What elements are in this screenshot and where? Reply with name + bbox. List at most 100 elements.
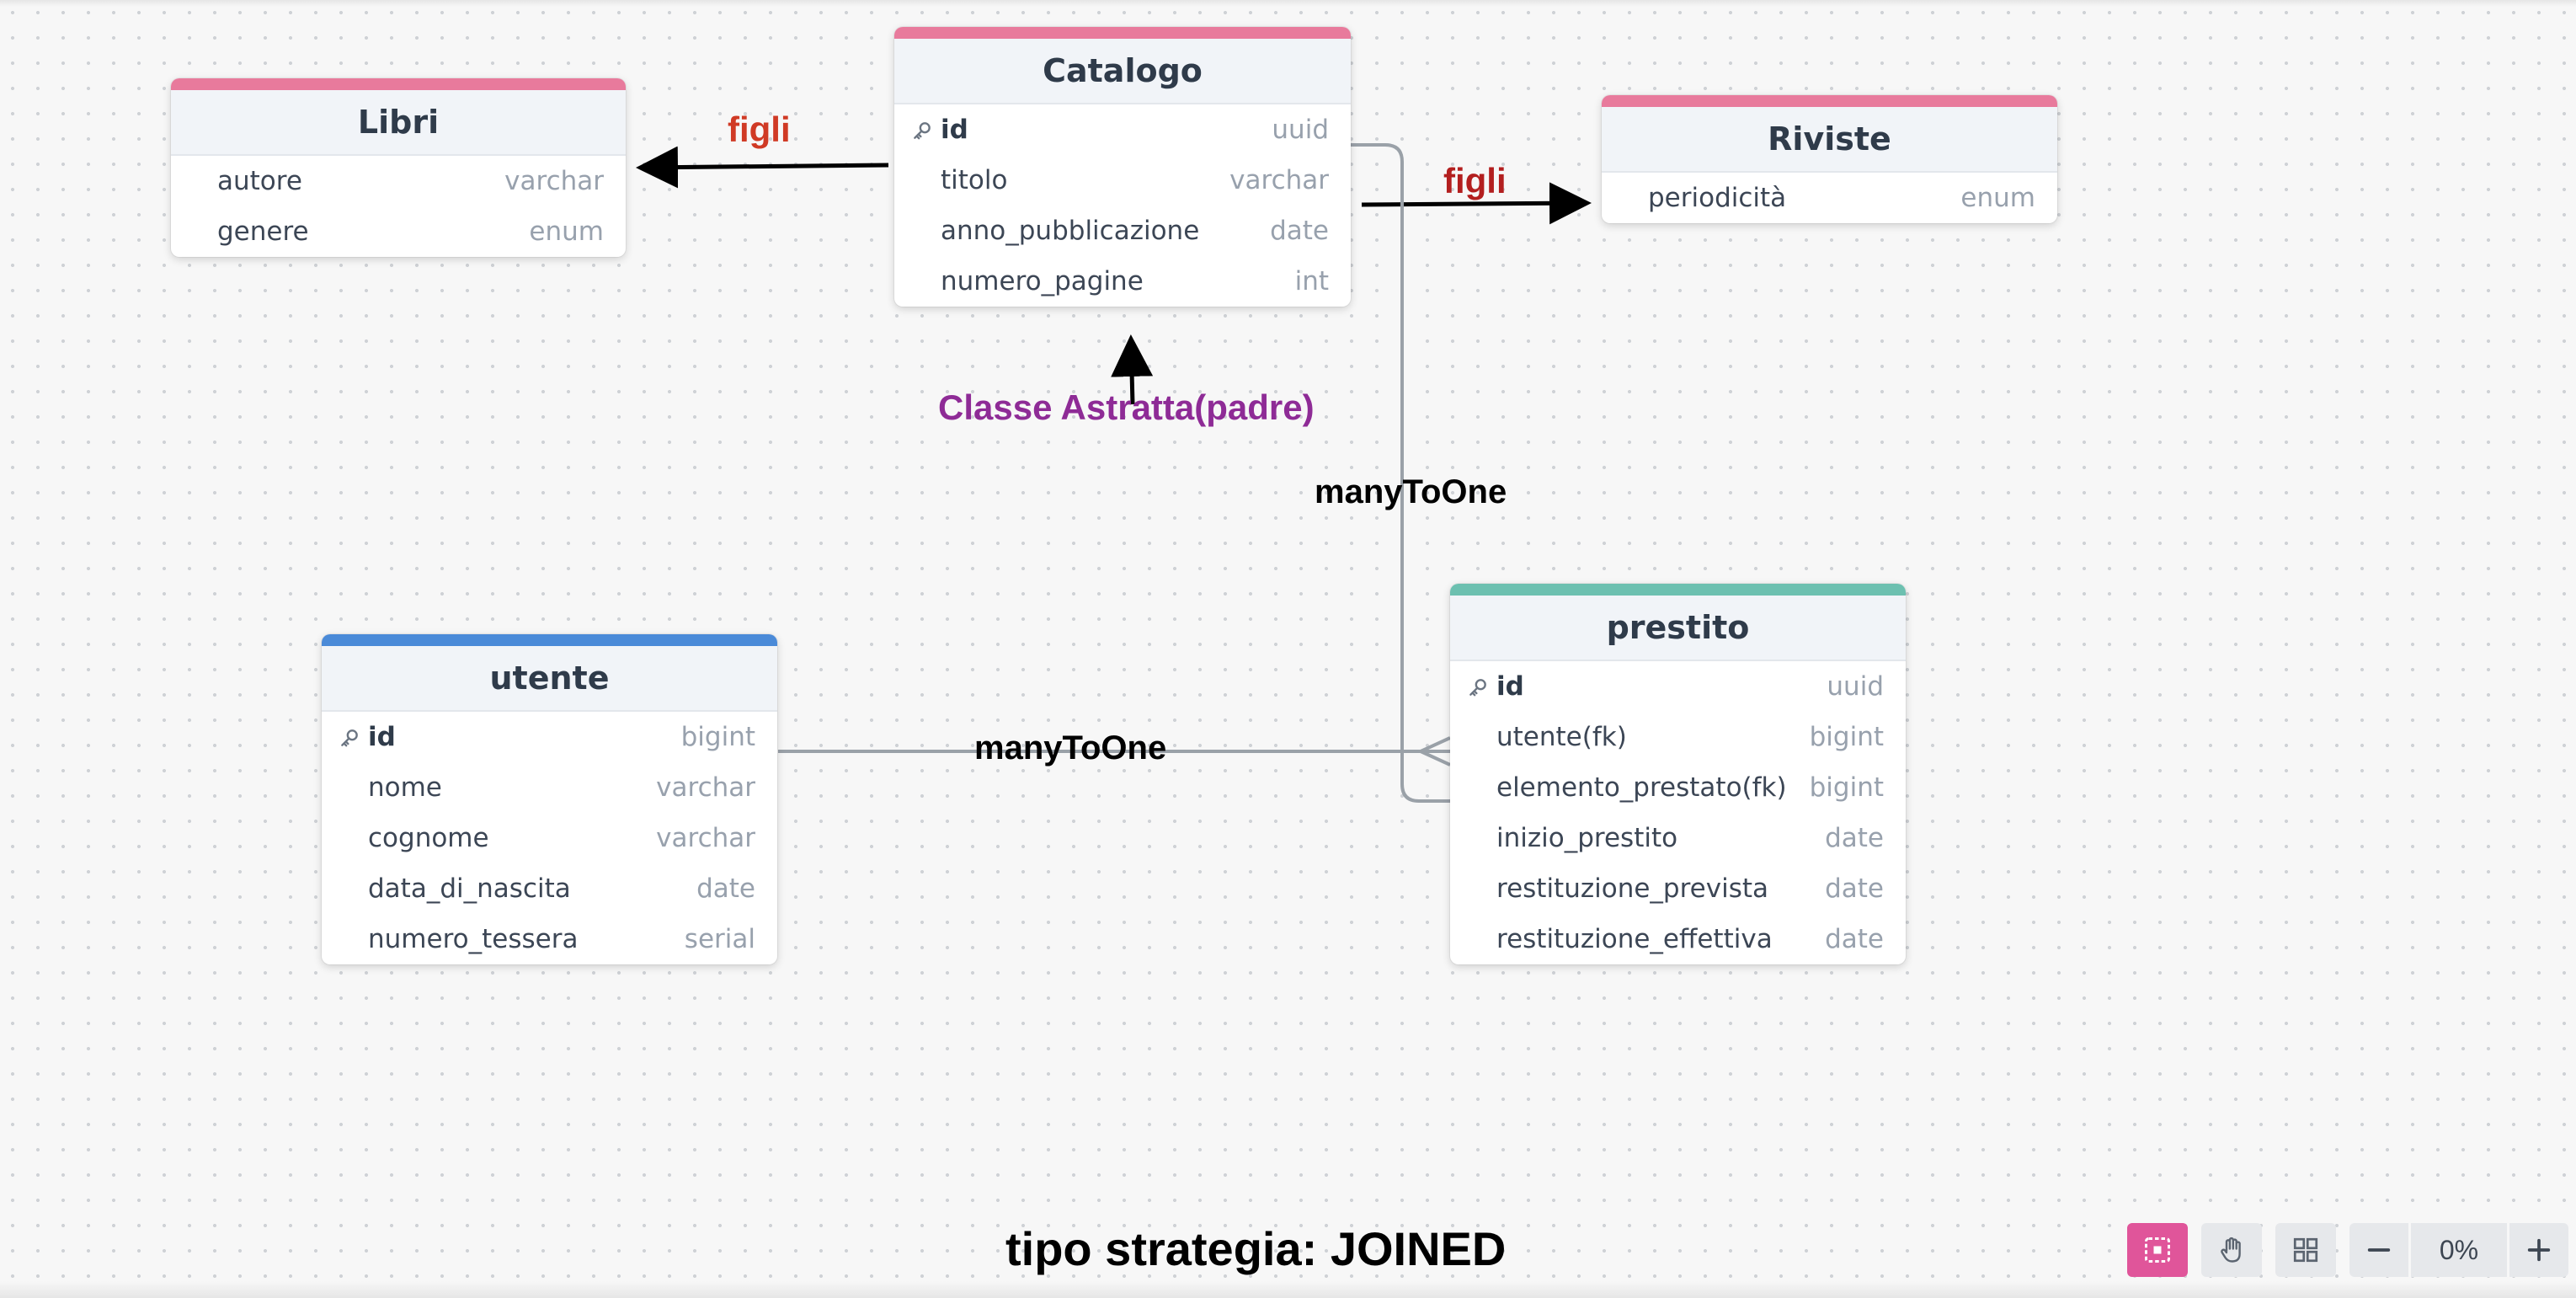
relation-catalogo-prestito [1351,143,1450,803]
label-classe-astratta: Classe Astratta(padre) [938,387,1315,427]
hand-icon [2221,1237,2241,1263]
field-type: varchar [1229,165,1329,195]
zoom-level-separator-left [2408,1223,2411,1277]
field-name: id [941,115,968,145]
field-row[interactable]: inizio_prestito date [1450,813,1906,863]
field-type: serial [684,924,755,954]
field-row[interactable]: elemento_prestato(fk) bigint [1450,762,1906,813]
table-prestito[interactable]: prestito id uuid utente(fk) bigint eleme… [1450,584,1906,964]
field-name: numero_tessera [368,924,579,954]
zoom-level: 0% [2439,1234,2479,1265]
field-row[interactable]: titolo varchar [894,155,1351,206]
zoom-level-separator-right [2507,1223,2509,1277]
field-name: cognome [368,823,489,853]
field-name: genere [217,216,309,247]
field-type: int [1294,266,1329,296]
field-name: titolo [941,165,1008,195]
field-name: numero_pagine [941,266,1144,296]
field-row[interactable]: id uuid [894,104,1351,155]
arrow-catalogo-to-riviste [1361,182,1592,225]
field-row[interactable]: id uuid [1450,661,1906,712]
field-name: id [368,722,396,752]
table-title: Libri [171,90,626,156]
field-name: id [1496,671,1524,702]
label-figli-riviste: figli [1443,161,1507,200]
zoom-out-icon [2367,1248,2391,1252]
field-name: utente(fk) [1496,722,1627,752]
field-row[interactable]: restituzione_prevista date [1450,863,1906,914]
field-name: anno_pubblicazione [941,216,1200,246]
field-row[interactable]: anno_pubblicazione date [894,206,1351,256]
field-row[interactable]: utente(fk) bigint [1450,712,1906,762]
table-accent-bar [322,634,777,646]
field-type: uuid [1827,671,1884,702]
table-utente[interactable]: utente id bigint nome varchar cognome va… [322,634,777,964]
field-type: date [696,873,755,904]
field-name: elemento_prestato(fk) [1496,772,1787,803]
arrange-grid-button[interactable] [2275,1223,2336,1277]
crows-foot-many [1420,736,1451,767]
label-many-to-one-utente: manyToOne [974,729,1167,767]
field-row[interactable]: id bigint [322,712,777,762]
field-row[interactable]: numero_pagine int [894,256,1351,307]
field-type: bigint [1809,772,1884,803]
key-icon [914,122,931,140]
field-type: varchar [656,823,755,853]
field-type: bigint [1809,722,1884,752]
field-type: date [1825,823,1884,853]
field-name: periodicità [1648,183,1787,213]
field-row[interactable]: periodicità enum [1602,173,2057,223]
select-icon [2145,1237,2170,1263]
table-accent-bar [1450,584,1906,596]
field-row[interactable]: genere enum [171,206,626,257]
field-row[interactable]: restituzione_effettiva date [1450,914,1906,964]
field-type: enum [529,216,604,247]
table-catalogo[interactable]: Catalogo id uuid titolo varchar anno_pub… [894,27,1351,307]
field-type: enum [1960,183,2035,213]
field-name: inizio_prestito [1496,823,1678,853]
field-name: nome [368,772,442,803]
field-name: data_di_nascita [368,873,571,904]
field-type: uuid [1272,115,1329,145]
top-edge [0,0,2576,7]
table-title: utente [322,646,777,712]
table-libri[interactable]: Libri autore varchar genere enum [171,78,626,257]
field-row[interactable]: numero_tessera serial [322,914,777,964]
strategy-label: tipo strategia: JOINED [1005,1222,1507,1275]
zoom-in-button[interactable] [2509,1223,2568,1277]
field-type: date [1270,216,1329,246]
field-type: bigint [680,722,755,752]
key-icon [341,729,358,747]
field-row[interactable]: autore varchar [171,156,626,206]
table-accent-bar [894,27,1351,39]
table-title: Catalogo [894,39,1351,104]
table-title: Riviste [1602,107,2057,173]
bottom-edge [0,1281,2576,1298]
table-accent-bar [1602,95,2057,107]
arrow-classe-astratta [1111,334,1154,405]
table-riviste[interactable]: Riviste periodicità enum [1602,95,2057,223]
zoom-out-button[interactable] [2349,1223,2408,1277]
field-type: varchar [504,166,604,196]
field-row[interactable]: data_di_nascita date [322,863,777,914]
hand-tool-button[interactable] [2201,1223,2262,1277]
table-accent-bar [171,78,626,90]
label-many-to-one-catalogo: manyToOne [1315,473,1507,510]
field-row[interactable]: nome varchar [322,762,777,813]
key-icon [1469,679,1486,697]
table-title: prestito [1450,596,1906,661]
field-name: restituzione_effettiva [1496,924,1773,954]
grid-icon [2293,1237,2318,1263]
field-name: autore [217,166,302,196]
field-name: restituzione_prevista [1496,873,1769,904]
label-figli-libri: figli [728,110,791,149]
zoom-in-icon [2527,1238,2551,1262]
field-type: date [1825,873,1884,904]
field-type: varchar [656,772,755,803]
field-type: date [1825,924,1884,954]
field-row[interactable]: cognome varchar [322,813,777,863]
arrow-catalogo-to-libri [636,146,889,189]
zoom-control: 0% [2349,1223,2568,1277]
select-tool-button[interactable] [2127,1223,2188,1277]
